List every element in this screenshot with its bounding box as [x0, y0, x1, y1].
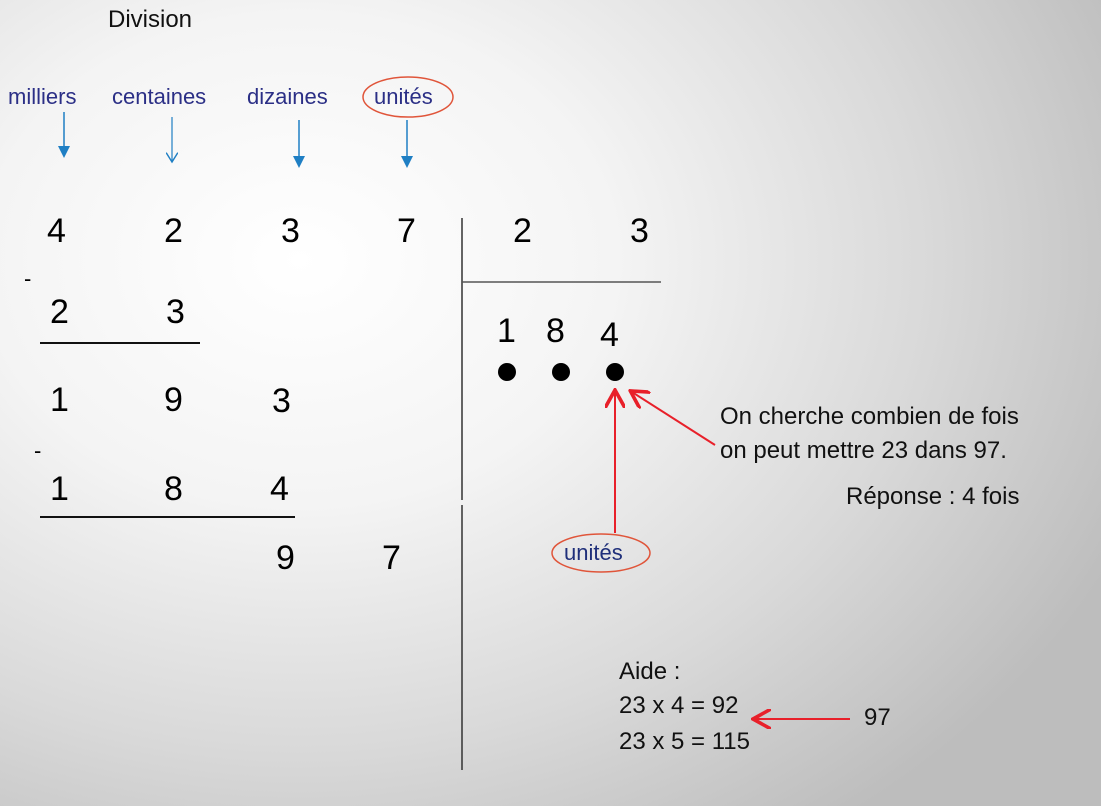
dividend-digit-4: 7: [397, 212, 416, 250]
help-line-2: 23 x 5 = 115: [619, 728, 750, 755]
quotient-digit-3: 4: [600, 316, 619, 354]
subtract-1-digit-1: 2: [50, 293, 69, 331]
quotient-dot-2: [552, 363, 570, 381]
divisor-digit-2: 3: [630, 212, 649, 250]
units-label-quotient: unités: [564, 540, 623, 565]
minus-sign-2: -: [34, 438, 42, 463]
label-unites: unités: [374, 84, 433, 109]
highlight-ellipse-unites-lower: [551, 533, 651, 573]
remainder-1-digit-1: 1: [50, 381, 69, 419]
remainder-1-digit-3: 3: [272, 382, 291, 420]
help-target-value: 97: [864, 704, 891, 731]
dividend-digit-1: 4: [47, 212, 66, 250]
subtract-2-digit-3: 4: [270, 470, 289, 508]
quotient-dot-1: [498, 363, 516, 381]
quotient-digit-2: 8: [546, 312, 565, 350]
subtract-1-digit-2: 3: [166, 293, 185, 331]
label-dizaines: dizaines: [247, 84, 328, 109]
label-milliers: milliers: [8, 84, 77, 109]
subtract-2-digit-2: 8: [164, 470, 183, 508]
page-title: Division: [108, 6, 193, 33]
minus-sign-1: -: [24, 266, 32, 291]
answer-text: Réponse : 4 fois: [846, 483, 1020, 510]
explanation-line-1: On cherche combien de fois: [720, 403, 1019, 430]
remainder-1-digit-2: 9: [164, 381, 183, 419]
arrow-explanation-to-dot: [632, 392, 716, 446]
highlight-ellipse-unites: [362, 76, 454, 118]
divisor-digit-1: 2: [513, 212, 532, 250]
label-centaines: centaines: [112, 84, 207, 109]
explanation-line-2: on peut mettre 23 dans 97.: [720, 437, 1007, 464]
quotient-digit-1: 1: [497, 312, 516, 350]
dividend-digit-3: 3: [281, 212, 300, 250]
help-line-1: 23 x 4 = 92: [619, 692, 739, 719]
remainder-2-digit-2: 7: [382, 539, 401, 577]
quotient-dot-3: [606, 363, 624, 381]
remainder-2-digit-1: 9: [276, 539, 295, 577]
subtract-2-digit-1: 1: [50, 470, 69, 508]
help-title: Aide :: [619, 658, 681, 685]
dividend-digit-2: 2: [164, 212, 183, 250]
